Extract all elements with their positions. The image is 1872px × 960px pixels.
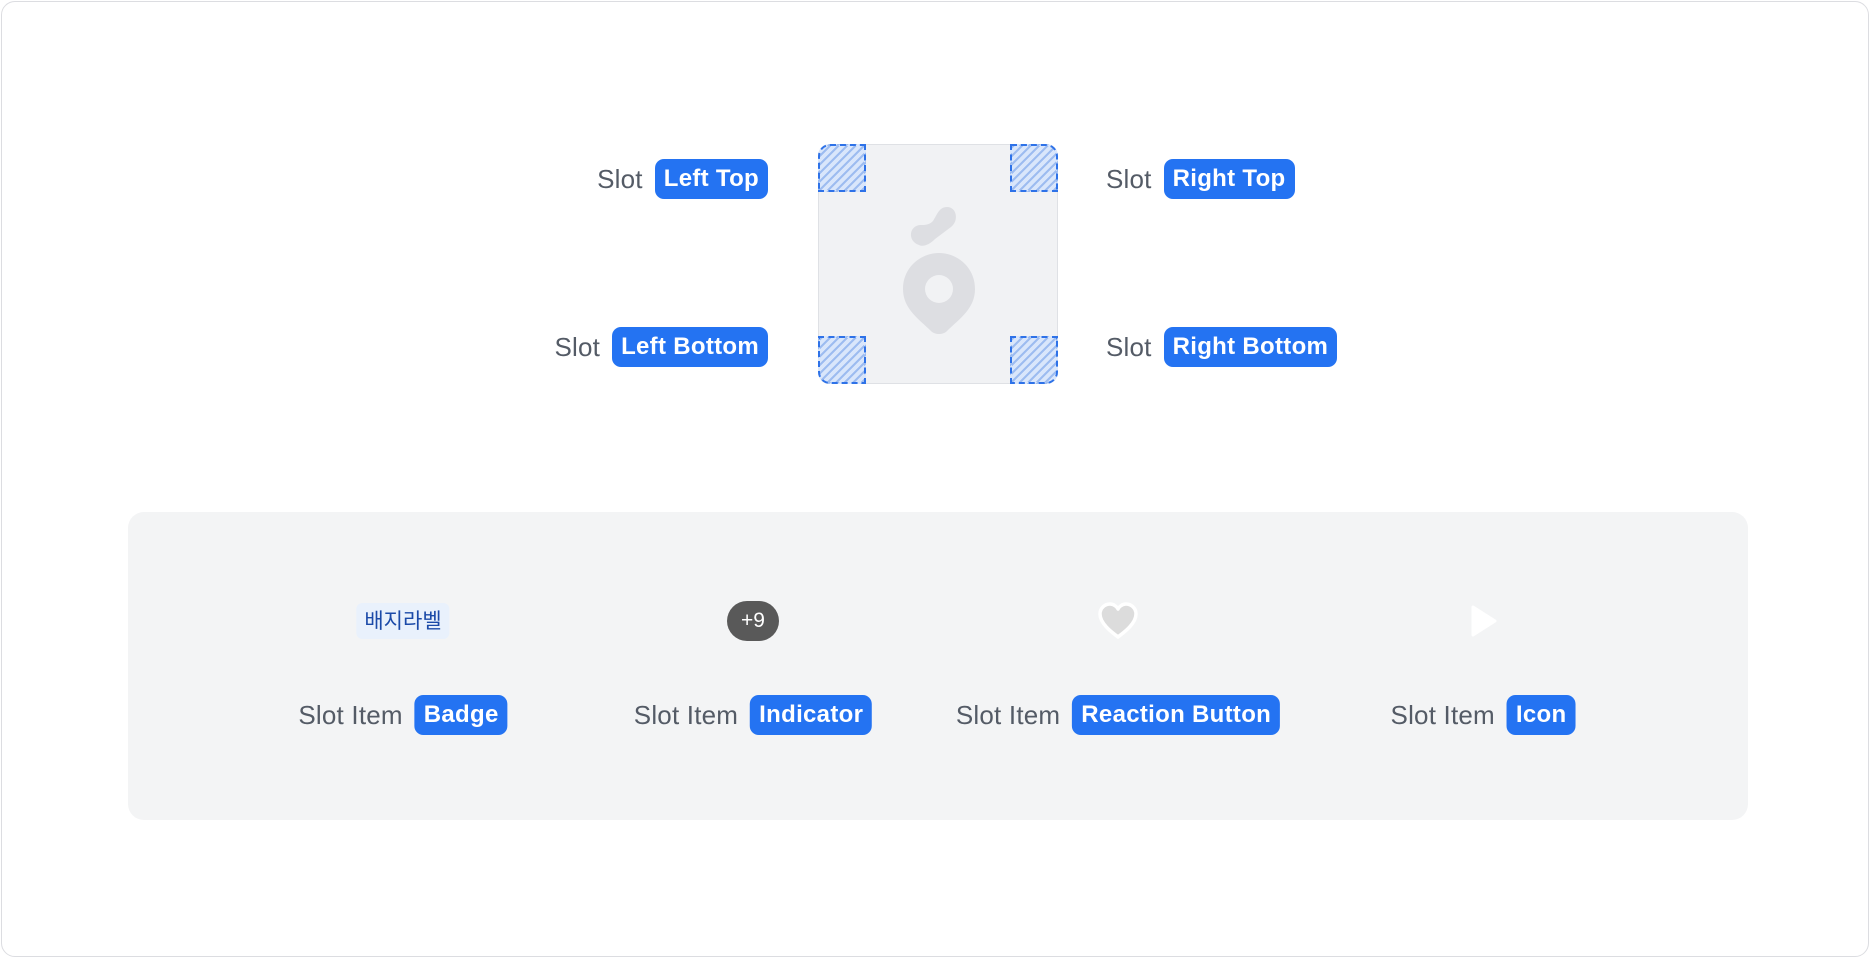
slot-zone-right-bottom [1010,336,1058,384]
slot-item-icon: Slot Item Icon [1368,512,1598,820]
slot-item-tag-badge: Badge [414,695,508,735]
slot-zone-left-bottom [818,336,866,384]
slot-items-panel: 배지라벨 Slot Item Badge +9 Slot Item Indica… [128,512,1748,820]
slot-word: Slot [554,331,601,362]
indicator-sample-wrap: +9 [727,599,779,643]
logo-placeholder-icon [903,207,975,334]
slot-item-caption: Slot Item Icon [1391,695,1576,735]
slot-word: Slot [1106,331,1152,362]
reaction-sample-wrap[interactable] [1096,599,1140,643]
slot-tag-right-bottom: Right Bottom [1163,327,1338,367]
slot-label-left-top: Slot Left Top [597,159,768,199]
slot-tag-left-top: Left Top [654,159,768,199]
slot-tag-left-bottom: Left Bottom [612,327,768,367]
slot-item-reaction-button: Slot Item Reaction Button [928,512,1308,820]
heart-icon[interactable] [1096,601,1140,641]
slot-word: Slot [1106,163,1152,194]
slot-label-left-bottom: Slot Left Bottom [554,327,768,367]
indicator-sample: +9 [727,601,779,641]
slot-item-caption: Slot Item Indicator [633,695,873,735]
slot-item-caption: Slot Item Badge [298,695,508,735]
icon-sample-wrap [1467,599,1499,643]
slot-item-word: Slot Item [633,699,739,730]
slot-label-right-top: Slot Right Top [1106,159,1295,199]
slot-item-tag-reaction-button: Reaction Button [1072,695,1281,735]
slot-zone-left-top [818,144,866,192]
slot-item-badge: 배지라벨 Slot Item Badge [248,512,558,820]
slot-item-tag-icon: Icon [1506,695,1576,735]
slot-item-indicator: +9 Slot Item Indicator [588,512,918,820]
play-icon [1471,605,1497,637]
slot-tag-right-top: Right Top [1163,159,1295,199]
slot-item-word: Slot Item [955,699,1061,730]
slot-item-word: Slot Item [1390,699,1495,730]
slot-item-caption: Slot Item Reaction Button [955,695,1281,735]
badge-sample-wrap: 배지라벨 [356,599,450,643]
slot-item-tag-indicator: Indicator [750,695,873,735]
slot-label-right-bottom: Slot Right Bottom [1106,327,1338,367]
slot-item-word: Slot Item [298,699,403,730]
slot-zone-right-top [1010,144,1058,192]
thumbnail [818,144,1058,384]
slot-word: Slot [597,163,643,194]
badge-sample: 배지라벨 [356,603,450,639]
